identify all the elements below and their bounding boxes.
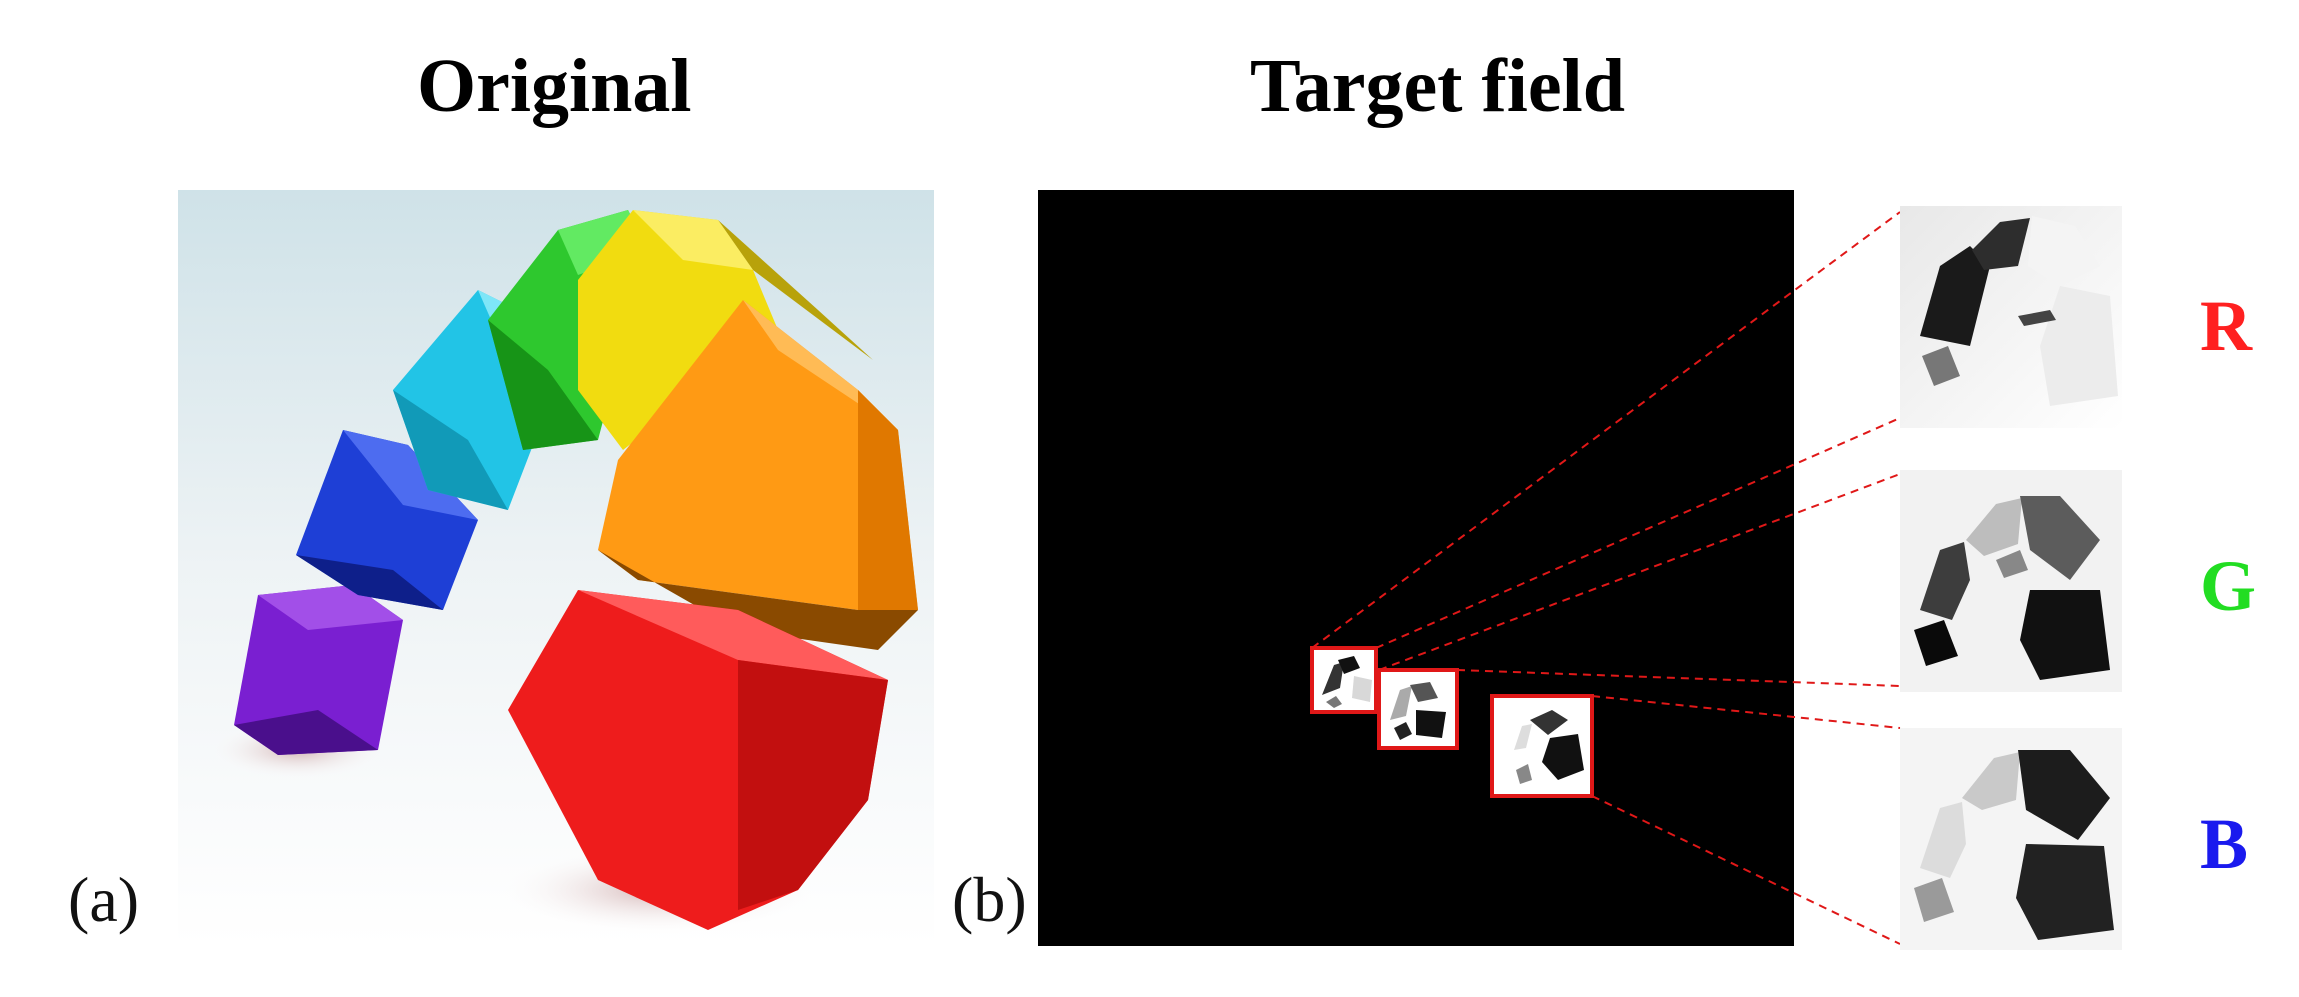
panel-a-title: Original (417, 44, 692, 128)
channel-b-label: B (2200, 804, 2249, 884)
purple-segment (234, 585, 403, 755)
red-segment (508, 590, 888, 930)
orange-segment (598, 300, 918, 650)
panel-b-label: (b) (952, 864, 1027, 935)
target-object-b (1490, 694, 1594, 798)
channel-b-image (1900, 728, 2122, 950)
channel-r-label: R (2200, 286, 2252, 366)
channel-g-image (1900, 470, 2122, 692)
target-object-g (1377, 668, 1459, 750)
channel-r-image (1900, 206, 2122, 428)
panel-a-label: (a) (68, 864, 140, 935)
yellow-segment (578, 210, 873, 450)
target-field-image (1038, 190, 1794, 946)
original-image (178, 190, 934, 946)
channel-g-label: G (2200, 546, 2257, 626)
panel-b-title: Target field (1250, 44, 1626, 128)
target-object-r (1310, 646, 1378, 714)
